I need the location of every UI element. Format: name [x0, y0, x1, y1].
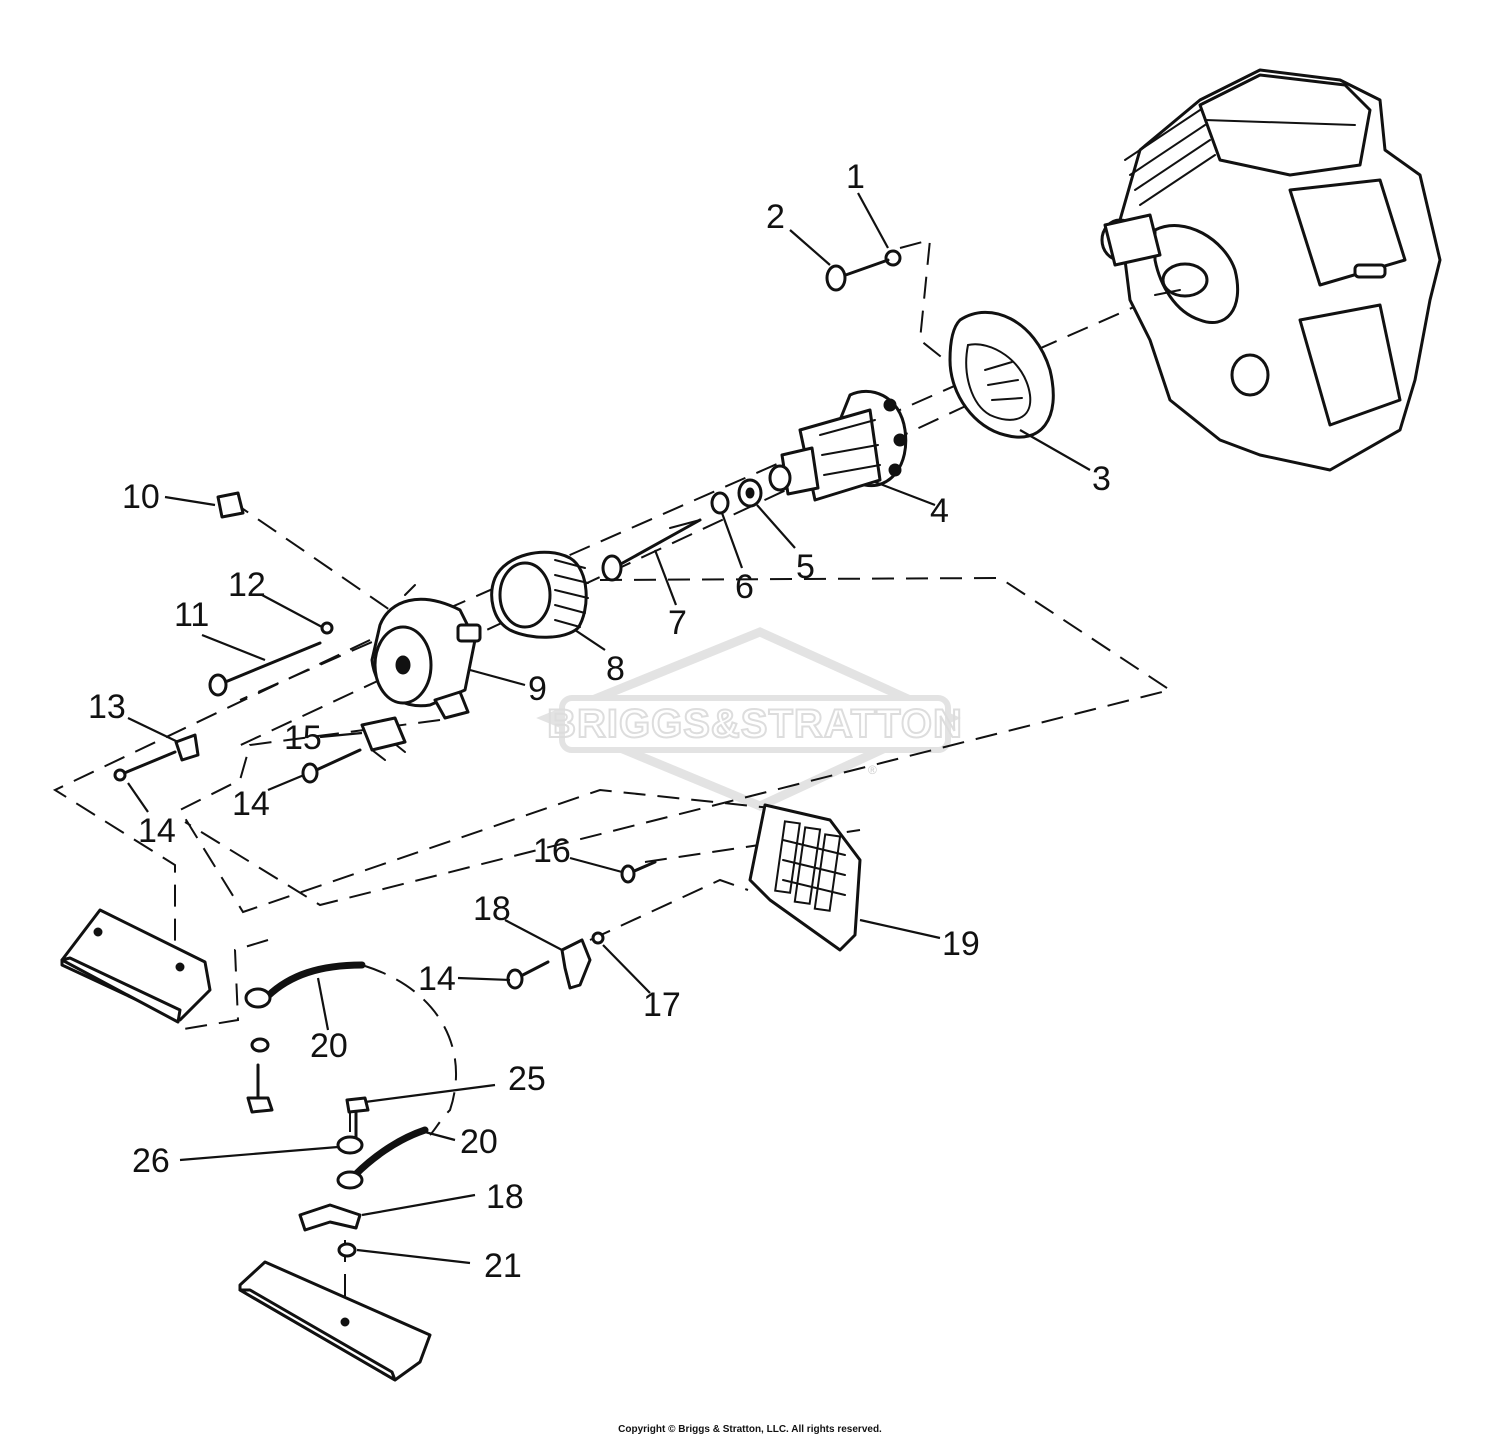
- copyright-footer: Copyright © Briggs & Stratton, LLC. All …: [618, 1424, 882, 1435]
- callout-1: 1: [846, 158, 865, 196]
- part-1-nut: [884, 249, 902, 267]
- callout-15: 15: [284, 719, 322, 757]
- callout-12: 12: [228, 566, 266, 604]
- part-17-nut: [591, 931, 605, 945]
- watermark-brand-text: BRIGGS&STRATTON: [547, 702, 963, 746]
- part-5-washer: [737, 478, 763, 508]
- callout-numbers: 1 2 3 4 5 6 7 8 9 10 12 11 13 15 14 14 1…: [88, 158, 1111, 1285]
- callout-17: 17: [643, 986, 681, 1024]
- callout-14-a: 14: [138, 812, 176, 850]
- callout-7: 7: [668, 604, 687, 642]
- part-3-stator-ring: [948, 310, 1055, 439]
- part-26-washer: [336, 1135, 364, 1155]
- callout-4: 4: [930, 492, 949, 530]
- part-19-grille-cover: [748, 803, 862, 952]
- callout-11: 11: [174, 596, 209, 634]
- part-18-terminal-lower: [298, 1203, 362, 1232]
- part-12-washer: [320, 621, 334, 635]
- part-16-screw: [620, 860, 657, 884]
- part-15-rectifier: [360, 716, 407, 761]
- part-14-screw-a: [113, 750, 177, 782]
- mounting-bracket-lower: [238, 1260, 432, 1382]
- watermark-registered-mark: ®: [868, 763, 877, 777]
- part-25-bolt: [345, 1096, 370, 1140]
- part-20-ground-wire-lower: [336, 1126, 429, 1190]
- part-7-through-bolt: [601, 518, 702, 582]
- callout-14-c: 14: [418, 960, 456, 998]
- callout-13: 13: [88, 688, 126, 726]
- callout-14-b: 14: [232, 785, 270, 823]
- callout-20-upper: 20: [310, 1027, 348, 1065]
- callout-8: 8: [606, 650, 625, 688]
- callout-18-lower: 18: [486, 1178, 524, 1216]
- callout-21: 21: [484, 1247, 522, 1285]
- part-14-screw-b: [301, 748, 362, 784]
- part-14-screw-c: [506, 960, 550, 990]
- part-4-rotor: [768, 389, 908, 502]
- part-21-washer: [337, 1242, 357, 1258]
- callout-2: 2: [766, 198, 785, 236]
- part-2-screw: [825, 258, 890, 292]
- callout-9: 9: [528, 670, 547, 708]
- callout-5: 5: [796, 548, 815, 586]
- callout-16: 16: [533, 832, 571, 870]
- part-6-washer: [710, 491, 730, 515]
- part-9-end-bell: [370, 584, 482, 720]
- callout-18-upper: 18: [473, 890, 511, 928]
- ground-bolt-washer: [246, 1037, 274, 1114]
- part-8-stator: [490, 550, 589, 639]
- part-18-terminal-upper: [560, 938, 592, 990]
- callout-25: 25: [508, 1060, 546, 1098]
- callout-10: 10: [122, 478, 160, 516]
- leader-lines: [127, 192, 1091, 1265]
- mounting-bracket-upper: [60, 908, 212, 1024]
- part-10-grommet: [216, 491, 245, 519]
- part-11-bolt: [208, 641, 322, 697]
- callout-19: 19: [942, 925, 980, 963]
- briggs-stratton-watermark: BRIGGS&STRATTON ®: [536, 627, 963, 811]
- callout-20-lower: 20: [460, 1123, 498, 1161]
- engine: [1100, 68, 1442, 472]
- part-13-terminal: [174, 733, 200, 762]
- part-20-ground-wire-upper: [244, 961, 366, 1009]
- callout-6: 6: [735, 568, 754, 606]
- callout-3: 3: [1092, 460, 1111, 498]
- callout-26: 26: [132, 1142, 170, 1180]
